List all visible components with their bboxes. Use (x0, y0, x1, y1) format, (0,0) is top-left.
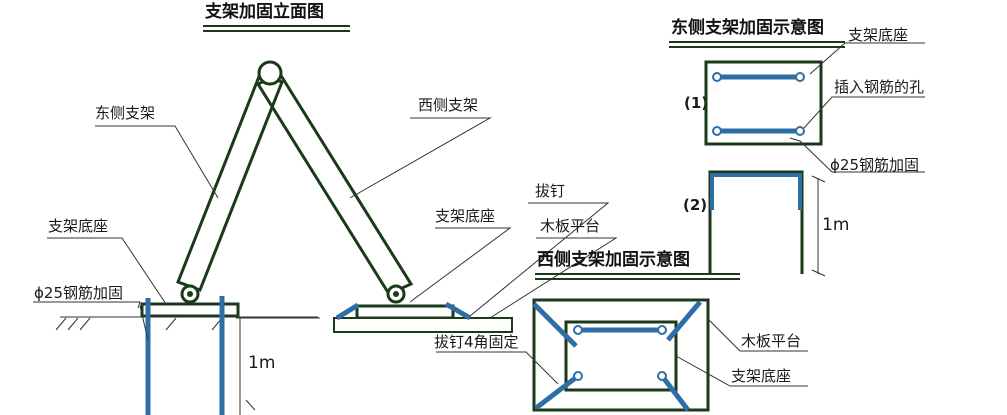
elevation-view: 支架加固立面图 1m (33, 1, 618, 415)
base-right-label: 支架底座 (435, 207, 495, 225)
west-schematic: 西侧支架加固示意图 拔钉4角固定 木板平台 支架底座 (434, 249, 808, 412)
nail-left (335, 302, 360, 321)
west-bracket-leg (255, 72, 414, 296)
top-pivot (257, 60, 283, 86)
west-base (564, 320, 678, 392)
rebar-hole (795, 126, 805, 136)
rebar-hole (795, 72, 805, 82)
east-depth-tick (811, 175, 826, 183)
west-nail (660, 374, 690, 412)
west-rebar-hole (573, 371, 583, 381)
rebar-hole (712, 72, 722, 82)
wood-platform-label: 木板平台 (540, 217, 600, 235)
ground-hatch (55, 317, 223, 331)
right-wheel-hub (393, 291, 399, 297)
nail-label: 拔钉 (535, 182, 565, 200)
east-bracket-label: 东侧支架 (95, 104, 155, 122)
east-depth-tick (811, 269, 826, 277)
west-schematic-title: 西侧支架加固示意图 (537, 249, 690, 270)
right-base (355, 304, 455, 320)
wood-platform (333, 317, 513, 333)
west-base-label: 支架底座 (731, 367, 791, 385)
depth-label: 1m (248, 353, 275, 373)
east-depth-label: 1m (822, 215, 849, 235)
elevation-title: 支架加固立面图 (205, 1, 324, 22)
view-1-label: (1) (684, 94, 708, 112)
west-nail (534, 374, 580, 410)
east-rebar-label: ϕ25钢筋加固 (830, 156, 919, 174)
east-rebar-frame (708, 170, 804, 274)
west-nail (532, 302, 578, 348)
west-rebar-hole (657, 325, 667, 335)
east-rebar (710, 173, 802, 210)
base-left-label: 支架底座 (48, 217, 108, 235)
rebar-left-label: ϕ25钢筋加固 (34, 284, 123, 302)
left-wheel-hub (187, 291, 193, 297)
west-leaders (436, 318, 808, 387)
west-rebar-hole (657, 371, 667, 381)
west-nail (666, 300, 702, 342)
east-base-label: 支架底座 (848, 26, 908, 44)
view-2-label: (2) (683, 196, 707, 214)
west-rebar-hole (573, 325, 583, 335)
rebar-hole (712, 126, 722, 136)
nail-corners-label: 拔钉4角固定 (434, 333, 519, 351)
east-leaders (789, 42, 925, 173)
east-schematic: 东侧支架加固示意图 支架底座 插入钢筋的孔 (1) ϕ25钢筋加固 (2) 1m (669, 17, 925, 277)
left-base (140, 302, 240, 318)
elevation-leaders (33, 117, 618, 341)
east-bracket-leg (176, 72, 284, 292)
depth-tick (245, 399, 256, 411)
west-wood-label: 木板平台 (741, 332, 801, 350)
west-bracket-label: 西侧支架 (418, 96, 478, 114)
east-schematic-title: 东侧支架加固示意图 (671, 17, 824, 38)
nail-right (444, 301, 472, 321)
rebar-hole-label: 插入钢筋的孔 (834, 78, 924, 96)
